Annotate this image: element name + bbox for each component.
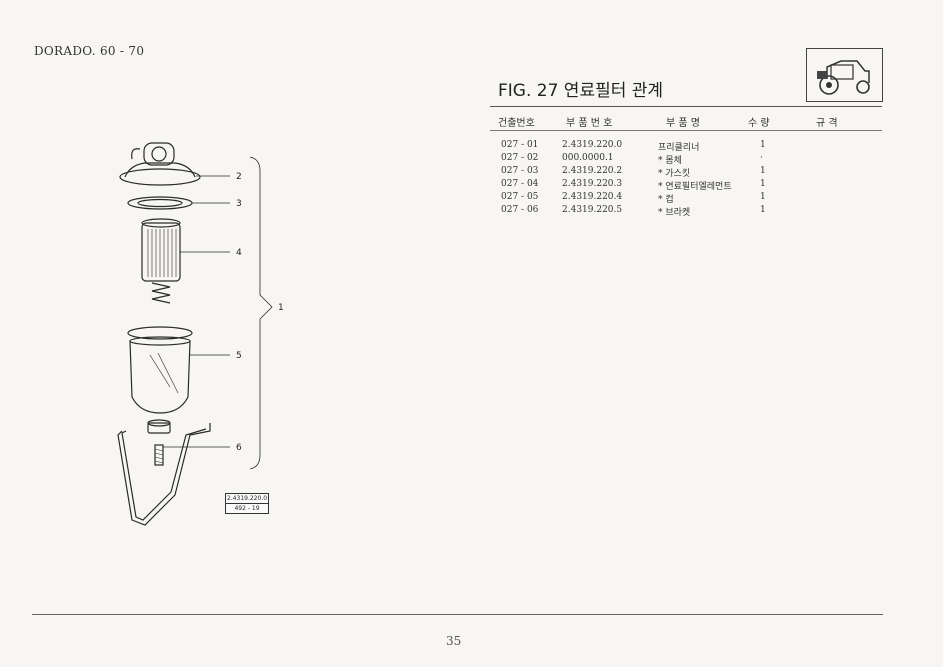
row-ref: 027 - 02 xyxy=(501,153,539,163)
model-header: DORADO. 60 - 70 xyxy=(34,44,145,58)
table-row: 027 - 04 2.4319.220.3 * 연료필터엘레먼트 1 xyxy=(490,179,882,193)
row-name: * 컵 xyxy=(658,195,674,205)
table-row: 027 - 02 000.0000.1 * 몸체 · xyxy=(490,153,882,167)
table-row: 027 - 03 2.4319.220.2 * 가스킷 1 xyxy=(490,166,882,180)
row-ref: 027 - 06 xyxy=(501,205,539,215)
row-part-no: 2.4319.220.3 xyxy=(562,179,623,189)
row-qty: 1 xyxy=(760,179,766,189)
drawing-code-line2: 492 - 19 xyxy=(234,505,260,512)
table-header-rule xyxy=(490,130,882,131)
table-row: 027 - 05 2.4319.220.4 * 컵 1 xyxy=(490,192,882,206)
row-part-no: 2.4319.220.4 xyxy=(562,192,623,202)
tractor-logo xyxy=(806,48,883,102)
table-row: 027 - 06 2.4319.220.5 * 브라켓 1 xyxy=(490,205,882,219)
row-qty: 1 xyxy=(760,192,766,202)
row-part-no: 2.4319.220.2 xyxy=(562,166,623,176)
row-part-no: 000.0000.1 xyxy=(562,153,614,163)
page-number: 35 xyxy=(446,634,462,648)
drawing-code-box: 2.4319.220.0 492 - 19 xyxy=(225,493,269,514)
callout-1: 1 xyxy=(278,303,284,313)
row-qty: 1 xyxy=(760,140,766,150)
col-header-qty: 수 량 xyxy=(748,118,770,129)
row-name: 프리클리너 xyxy=(658,143,700,153)
col-header-ref: 건출번호 xyxy=(498,118,535,129)
callout-4: 4 xyxy=(236,248,242,258)
table-top-rule xyxy=(490,106,882,107)
row-name: * 몸체 xyxy=(658,156,682,166)
row-part-no: 2.4319.220.5 xyxy=(562,205,623,215)
row-qty: 1 xyxy=(760,205,766,215)
tractor-icon xyxy=(817,60,870,95)
row-ref: 027 - 04 xyxy=(501,179,539,189)
row-qty: 1 xyxy=(760,166,766,176)
row-qty: · xyxy=(760,153,763,163)
col-header-name: 부 품 명 xyxy=(666,118,700,129)
callout-5: 5 xyxy=(236,351,242,361)
row-ref: 027 - 01 xyxy=(501,140,539,150)
row-name: * 브라켓 xyxy=(658,208,691,218)
footer-rule xyxy=(32,614,883,615)
col-header-spec: 규 격 xyxy=(816,118,838,129)
row-name: * 연료필터엘레먼트 xyxy=(658,182,732,192)
row-part-no: 2.4319.220.0 xyxy=(562,140,623,150)
callout-3: 3 xyxy=(236,199,242,209)
callout-2: 2 xyxy=(236,172,242,182)
row-name: * 가스킷 xyxy=(658,169,691,179)
row-ref: 027 - 03 xyxy=(501,166,539,176)
row-ref: 027 - 05 xyxy=(501,192,539,202)
drawing-code-line1: 2.4319.220.0 xyxy=(226,495,268,504)
col-header-part: 부 품 번 호 xyxy=(566,118,613,129)
figure-title: FIG. 27 연료필터 관계 xyxy=(498,81,664,101)
fuel-filter-exploded-drawing: 2 3 4 5 6 1 xyxy=(117,142,284,526)
table-row: 027 - 01 2.4319.220.0 프리클리너 1 xyxy=(490,140,882,154)
callout-6: 6 xyxy=(236,443,242,453)
